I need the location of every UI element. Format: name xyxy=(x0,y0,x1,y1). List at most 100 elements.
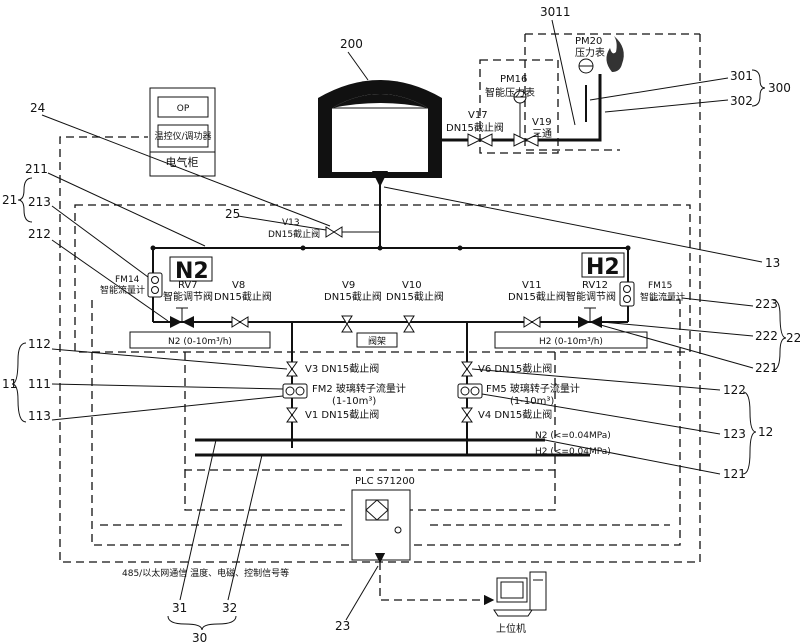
v11-valve-icon xyxy=(523,316,541,328)
v3-valve-icon xyxy=(286,361,298,377)
v11-code: V11 xyxy=(522,280,542,291)
pm20-code: PM20 xyxy=(575,36,602,47)
label-13: 13 xyxy=(765,256,780,270)
label-32: 32 xyxy=(222,601,237,615)
electrical-cabinet: OP 温控仪/调功器 电气柜 xyxy=(149,87,216,177)
label-113: 113 xyxy=(28,409,51,423)
v17-name: DN15截止阀 xyxy=(446,121,504,134)
rv12-code: RV12 xyxy=(582,280,608,291)
label-22: 22 xyxy=(786,331,800,345)
n2-supply-label: N2 (<=0.04MPa) xyxy=(535,431,611,441)
rv7-code: RV7 xyxy=(178,280,198,291)
v8-valve-icon xyxy=(231,316,249,328)
v17-valve-icon xyxy=(467,133,493,147)
gas-panel-dashed-box xyxy=(74,204,691,353)
v13-valve-icon xyxy=(325,226,343,238)
label-24: 24 xyxy=(30,101,45,115)
label-30: 30 xyxy=(192,631,207,644)
label-221: 221 xyxy=(755,361,778,375)
v9-code: V9 xyxy=(342,280,355,291)
fm15-name: 智能流量计 xyxy=(640,291,685,303)
v10-code: V10 xyxy=(402,280,422,291)
label-213: 213 xyxy=(28,195,51,209)
label-123: 123 xyxy=(723,427,746,441)
plc-title: PLC S71200 xyxy=(355,476,415,487)
label-122: 122 xyxy=(723,383,746,397)
h2-label: H2 xyxy=(586,255,620,280)
label-11: 11 xyxy=(2,377,17,391)
label-223: 223 xyxy=(755,297,778,311)
label-21: 21 xyxy=(2,193,17,207)
plc-link-loops xyxy=(100,470,670,526)
v6-label: V6 DN15截止阀 xyxy=(478,362,552,375)
cabinet-op-label: OP xyxy=(177,104,190,114)
v3-label: V3 DN15截止阀 xyxy=(305,362,379,375)
v13-code: V13 xyxy=(282,218,300,228)
cabinet-title: 电气柜 xyxy=(166,155,199,169)
outer-control-loop xyxy=(59,34,701,563)
h2-label-box xyxy=(581,252,625,278)
v1-valve-icon xyxy=(286,407,298,423)
fm5-label: FM5 玻璃转子流量计 xyxy=(486,382,580,395)
flame-icon xyxy=(606,36,624,72)
fm14-name: 智能流量计 xyxy=(100,284,145,296)
label-302: 302 xyxy=(730,94,753,108)
label-211: 211 xyxy=(25,162,48,176)
host-computer-icon xyxy=(493,571,547,617)
host-label: 上位机 xyxy=(496,622,526,635)
v19-code: V19 xyxy=(532,117,552,128)
v9-valve-icon xyxy=(341,315,353,333)
manifold-box xyxy=(356,332,398,348)
label-222: 222 xyxy=(755,329,778,343)
v11-name: DN15截止阀 xyxy=(508,290,566,303)
n2-label-box xyxy=(169,256,213,282)
label-12: 12 xyxy=(758,425,773,439)
plc-cabinet xyxy=(351,489,411,561)
pm20-name: 压力表 xyxy=(575,46,605,59)
v1-label: V1 DN15截止阀 xyxy=(305,408,379,421)
inner-control-loop xyxy=(91,299,681,546)
label-300: 300 xyxy=(768,81,791,95)
v4-label: V4 DN15截止阀 xyxy=(478,408,552,421)
fm2-label: FM2 玻璃转子流量计 xyxy=(312,382,406,395)
fm15-code: FM15 xyxy=(648,281,672,291)
plc-signal-text: 485/以太网通信 温度、电磁、控制信号等 xyxy=(122,567,289,579)
fm2-range: (1-10m³) xyxy=(332,396,376,407)
v10-name: DN15截止阀 xyxy=(386,290,444,303)
label-200: 200 xyxy=(340,37,363,51)
v19-name: 三通 xyxy=(532,128,552,140)
v17-code: V17 xyxy=(468,110,488,121)
h2-range-box xyxy=(494,331,648,349)
cabinet-controller-label: 温控仪/调功器 xyxy=(154,130,211,142)
label-301: 301 xyxy=(730,69,753,83)
v19-valve-icon xyxy=(513,133,539,147)
label-23: 23 xyxy=(335,619,350,633)
v4-valve-icon xyxy=(461,407,473,423)
fm14-code: FM14 xyxy=(115,275,140,285)
pm16-dashed-box xyxy=(479,59,559,154)
v6-valve-icon xyxy=(461,361,473,377)
h2-supply-label: H2 (<=0.04MPa) xyxy=(535,447,611,457)
v13-name: DN15截止阀 xyxy=(268,228,320,240)
label-121: 121 xyxy=(723,467,746,481)
pm16-name: 智能压力表 xyxy=(485,86,535,99)
h2-range: H2 (0-10m³/h) xyxy=(539,337,603,347)
furnace xyxy=(318,80,442,178)
lower-dashed-box xyxy=(184,352,556,471)
manifold-label: 阀架 xyxy=(368,336,386,347)
n2-range: N2 (0-10m³/h) xyxy=(168,337,232,347)
n2-label: N2 xyxy=(175,259,209,284)
label-212: 212 xyxy=(28,227,51,241)
label-31: 31 xyxy=(172,601,187,615)
v8-name: DN15截止阀 xyxy=(214,290,272,303)
rv12-name: 智能调节阀 xyxy=(566,290,616,303)
rv7-name: 智能调节阀 xyxy=(163,290,213,303)
label-3011: 3011 xyxy=(540,5,571,19)
n2-range-box xyxy=(129,331,271,349)
label-111: 111 xyxy=(28,377,51,391)
label-25: 25 xyxy=(225,207,240,221)
fm5-range: (1-10m³) xyxy=(510,396,554,407)
top-dashed-box xyxy=(524,33,700,151)
pm16-code: PM16 xyxy=(500,74,527,85)
